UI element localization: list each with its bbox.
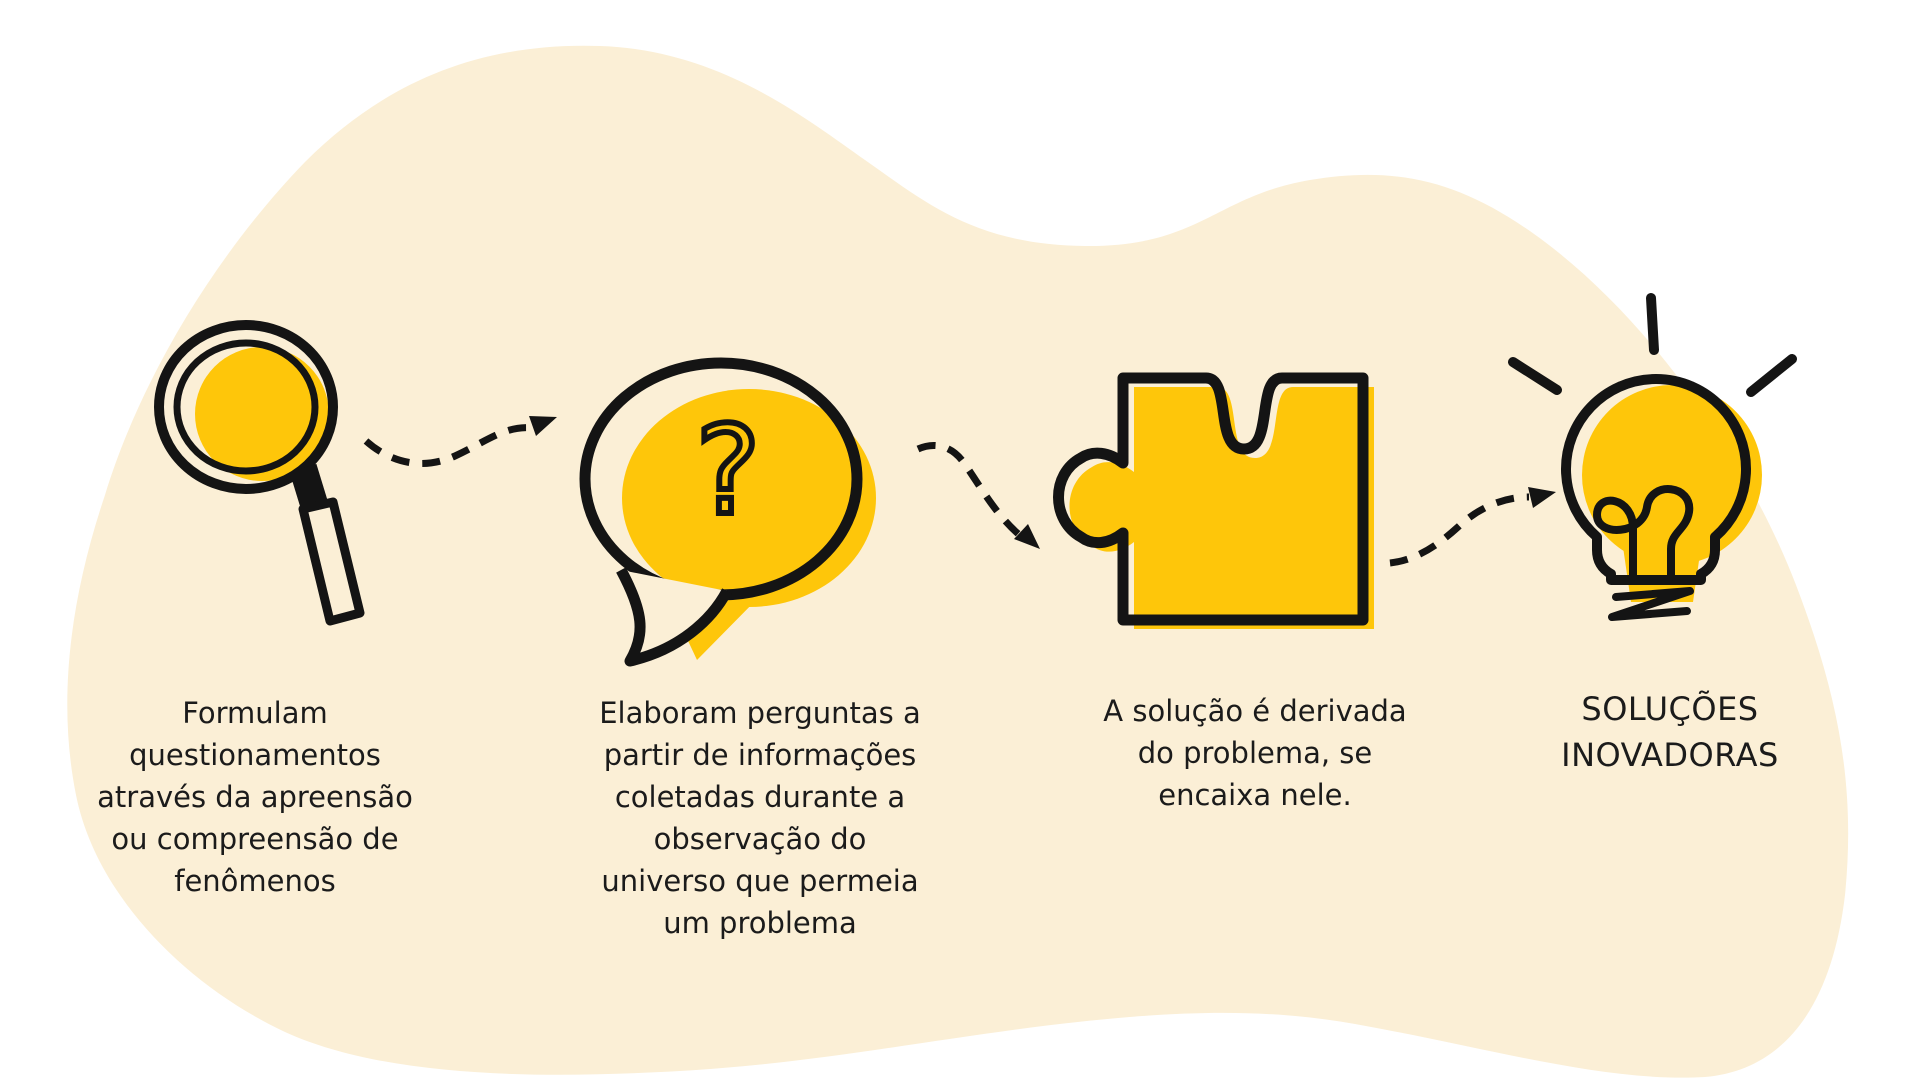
magnifier-icon — [154, 320, 365, 626]
question-mark-glyph: ? — [696, 400, 761, 542]
puzzle-piece-icon — [1053, 372, 1374, 629]
step-caption-fit-solution: A solução é derivada do problema, se enc… — [1103, 694, 1407, 812]
dashed-arrow-connector-1 — [363, 416, 557, 467]
dashed-arrow-connector-2 — [916, 442, 1040, 549]
speech-bubble-question-icon: ? — [579, 357, 876, 667]
arrowhead-icon — [1528, 487, 1556, 508]
arrowhead-icon — [1014, 524, 1040, 549]
dashed-arrow-connector-3 — [1389, 487, 1556, 567]
step-caption-innovation: SOLUÇÕES INOVADORAS — [1561, 690, 1779, 774]
lightbulb-icon — [1508, 293, 1797, 621]
step-caption-observe: Formulam questionamentos através da apre… — [97, 696, 413, 898]
arrowhead-icon — [529, 416, 557, 436]
step-caption-question: Elaboram perguntas a partir de informaçõ… — [599, 696, 921, 940]
bulb-base-squiggle-icon — [1608, 587, 1694, 621]
lightbulb-rays-icon — [1508, 293, 1797, 397]
background-blob — [67, 45, 1849, 1078]
